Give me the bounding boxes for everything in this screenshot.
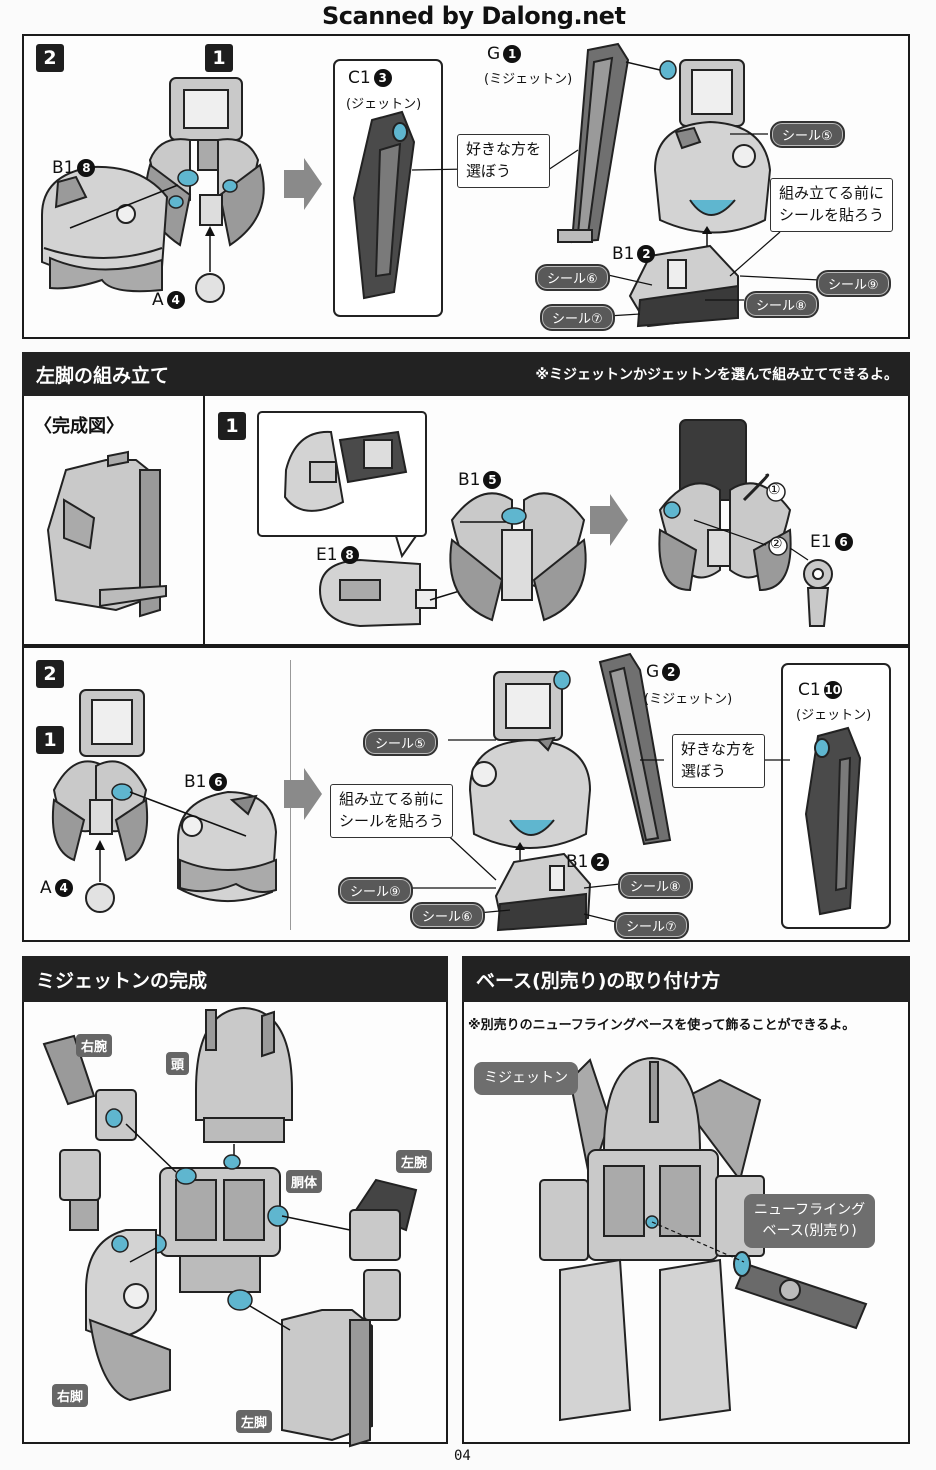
part-label-left-arm: 左腕	[396, 1150, 433, 1173]
seal-7: シール⑦	[614, 912, 689, 939]
seal-9: シール⑨	[338, 877, 413, 904]
step-marker-1: ①	[768, 482, 781, 498]
part-label-right-arm: 右腕	[76, 1034, 113, 1057]
seal-5: シール⑤	[770, 121, 845, 148]
base-header: ベース(別売り)の取り付け方	[462, 956, 910, 1002]
part-label-right-leg: 右脚	[52, 1384, 89, 1407]
left-leg-step2-illustrations	[51, 652, 891, 932]
peg-blue	[177, 169, 199, 187]
part-label-left-leg: 左脚	[236, 1410, 273, 1433]
seal-6: シール⑥	[535, 264, 610, 291]
sticker-callout: 組み立てる前に シールを貼ろう	[330, 784, 454, 838]
armor-shell-part	[41, 165, 169, 293]
complete-illustration	[42, 1006, 418, 1448]
left-leg-step2-panel	[22, 646, 910, 942]
choose-callout: 好きな方を 選ぼう	[457, 134, 551, 188]
step-badge: 1	[218, 412, 246, 440]
seal-7: シール⑦	[540, 304, 615, 331]
seal-8: シール⑧	[744, 291, 819, 318]
step-badge: 2	[36, 44, 64, 72]
left-leg-header: 左脚の組み立て ※ミジェットンかジェットンを選んで組み立てできるよ。	[22, 352, 910, 396]
model-tag: ミジェットン	[474, 1062, 578, 1095]
part-sub-label-mijetton: (ミジェットン)	[644, 692, 733, 707]
step-arrow	[590, 494, 628, 546]
seal-6: シール⑥	[410, 902, 485, 929]
section-title: ミジェットンの完成	[36, 969, 208, 992]
leg-frame-part	[145, 77, 265, 247]
base-note: ※別売りのニューフライングベースを使って飾ることができるよ。	[468, 1018, 856, 1033]
section-title: 左脚の組み立て	[36, 364, 170, 387]
section-note: ※ミジェットンかジェットンを選んで組み立てできるよ。	[535, 367, 898, 383]
base-product-tag: ニューフライング ベース(別売り)	[744, 1194, 876, 1248]
seal-9: シール⑨	[816, 270, 891, 297]
step-arrow	[284, 158, 322, 210]
part-label-torso: 胴体	[286, 1170, 323, 1193]
part-label-head: 頭	[166, 1052, 190, 1075]
complete-header: ミジェットンの完成	[22, 956, 448, 1002]
page-number: 04	[454, 1448, 471, 1464]
part-sub-label-mijetton: (ミジェットン)	[484, 72, 573, 87]
seal-8: シール⑧	[618, 872, 693, 899]
watermark: Scanned by Dalong.net	[322, 2, 626, 30]
sub-step-badge: 1	[36, 726, 64, 754]
completed-label: 〈完成図〉	[34, 416, 124, 437]
left-leg-step1-illustrations	[46, 411, 833, 628]
seal-5: シール⑤	[363, 729, 438, 756]
part-sub-label-jetton: (ジェットン)	[346, 97, 422, 112]
step-badge: 2	[36, 660, 64, 688]
choose-callout: 好きな方を 選ぼう	[672, 734, 766, 788]
panel-divider	[203, 396, 205, 646]
part-sub-label-jetton: (ジェットン)	[796, 708, 872, 723]
ball-joint-part	[195, 273, 225, 303]
section-title: ベース(別売り)の取り付け方	[476, 969, 721, 992]
step-arrow	[284, 768, 322, 820]
sticker-callout: 組み立てる前に シールを貼ろう	[770, 178, 894, 232]
sub-step-badge: 1	[205, 44, 233, 72]
step-marker-2: ②	[770, 536, 783, 552]
